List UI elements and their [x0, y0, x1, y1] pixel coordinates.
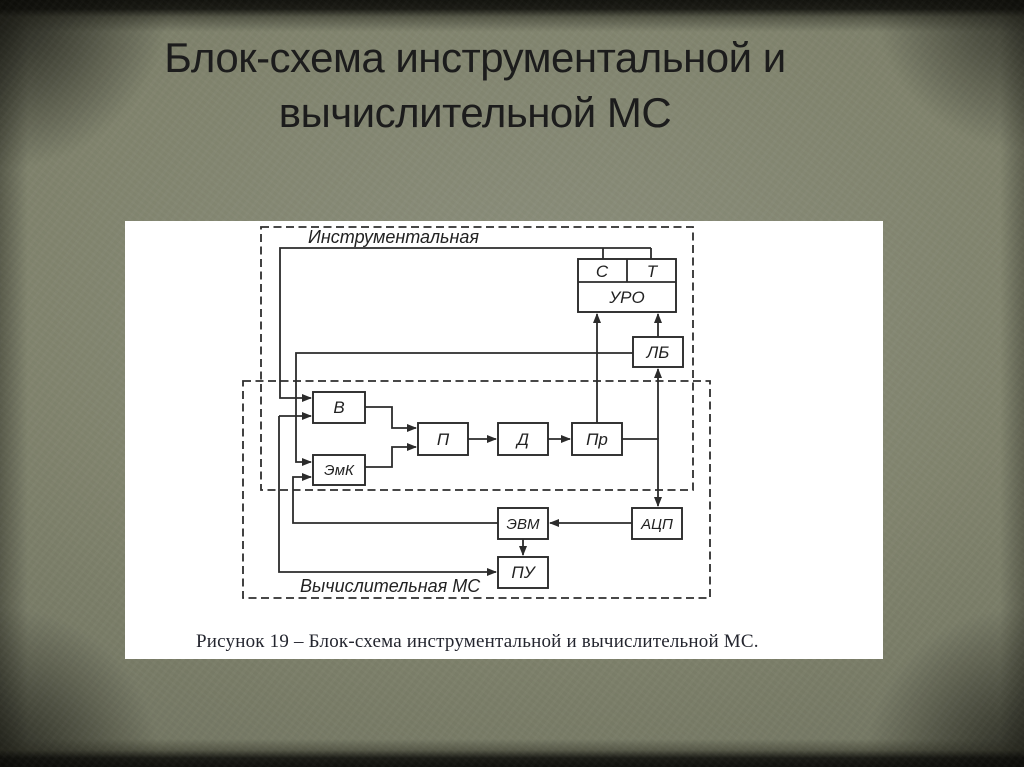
block-emk-label: ЭмК	[324, 462, 355, 479]
block-acp: АЦП	[631, 507, 683, 540]
block-v-outline	[312, 391, 366, 424]
slide-title-line2: вычислительной МС	[278, 89, 672, 136]
block-v-label: В	[333, 398, 344, 417]
block-acp-label: АЦП	[640, 516, 673, 533]
diagram-canvas: С Т УРО ЛБ В ЭмК П Д Пр ЭВМ АЦП ПУ Инст	[196, 226, 759, 652]
block-uro-label: УРО	[608, 288, 644, 307]
slide-title: Блок-схема инструментальной и вычислител…	[0, 30, 950, 140]
connector-emk-to-p	[365, 443, 417, 468]
block-d: Д	[497, 422, 549, 456]
slide-title-line1: Блок-схема инструментальной и	[164, 34, 786, 81]
block-emk: ЭмК	[312, 454, 366, 486]
figure-caption: Рисунок 19 – Блок-схема инструментальной…	[196, 631, 759, 652]
figure-panel: С Т УРО ЛБ В ЭмК П Д Пр ЭВМ АЦП ПУ Инст	[125, 221, 883, 659]
block-lb-outline	[632, 336, 684, 368]
block-pr-outline	[571, 422, 623, 456]
block-p-label: П	[437, 430, 450, 449]
region-computational-border	[242, 380, 711, 599]
region-instrumental-border	[260, 226, 694, 491]
connector-evm-to-emk	[292, 473, 498, 524]
block-acp-outline	[631, 507, 683, 540]
block-uro-dividers	[578, 259, 676, 283]
connector-pr-to-acp	[622, 438, 662, 507]
block-lb: ЛБ	[632, 336, 684, 368]
block-pu-label: ПУ	[511, 563, 536, 582]
connector-lb-to-emk	[295, 352, 633, 466]
block-p: П	[417, 422, 469, 456]
block-emk-outline	[312, 454, 366, 486]
block-d-outline	[497, 422, 549, 456]
connector-to-pu	[278, 416, 497, 576]
block-v: В	[312, 391, 366, 424]
block-evm: ЭВМ	[497, 507, 549, 540]
block-pu: ПУ	[497, 556, 549, 589]
connector-v-to-p	[365, 406, 417, 432]
block-s-label: С	[596, 262, 609, 281]
block-t-label: Т	[647, 262, 659, 281]
block-evm-label: ЭВМ	[507, 516, 540, 533]
block-p-outline	[417, 422, 469, 456]
block-evm-outline	[497, 507, 549, 540]
block-d-label: Д	[515, 430, 529, 449]
block-pr: Пр	[571, 422, 623, 456]
connectors	[278, 247, 662, 576]
block-uro-compound: С Т УРО	[577, 258, 677, 313]
block-pr-label: Пр	[586, 430, 608, 449]
block-lb-label: ЛБ	[646, 343, 670, 362]
region-computational-label: Вычислительная МС	[300, 576, 481, 596]
region-instrumental-label: Инструментальная	[308, 227, 479, 247]
block-pu-outline	[497, 556, 549, 589]
